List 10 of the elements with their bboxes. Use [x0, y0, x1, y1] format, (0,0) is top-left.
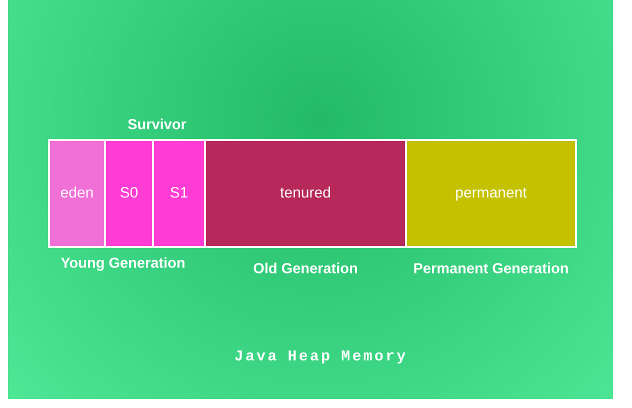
memory-region-box: tenured	[204, 139, 407, 248]
region-label: Old Generation	[254, 262, 357, 274]
memory-region-box: eden	[48, 139, 106, 248]
memory-region-box: S1	[152, 139, 206, 248]
memory-region-box: permanent	[405, 139, 577, 248]
memory-region-box: S0	[104, 139, 154, 248]
region-label: Permanent Generation	[414, 262, 568, 274]
group-label: Survivor	[128, 118, 186, 130]
caption: Java Heap Memory	[235, 350, 406, 364]
group-label: Young Generation	[60, 257, 184, 271]
